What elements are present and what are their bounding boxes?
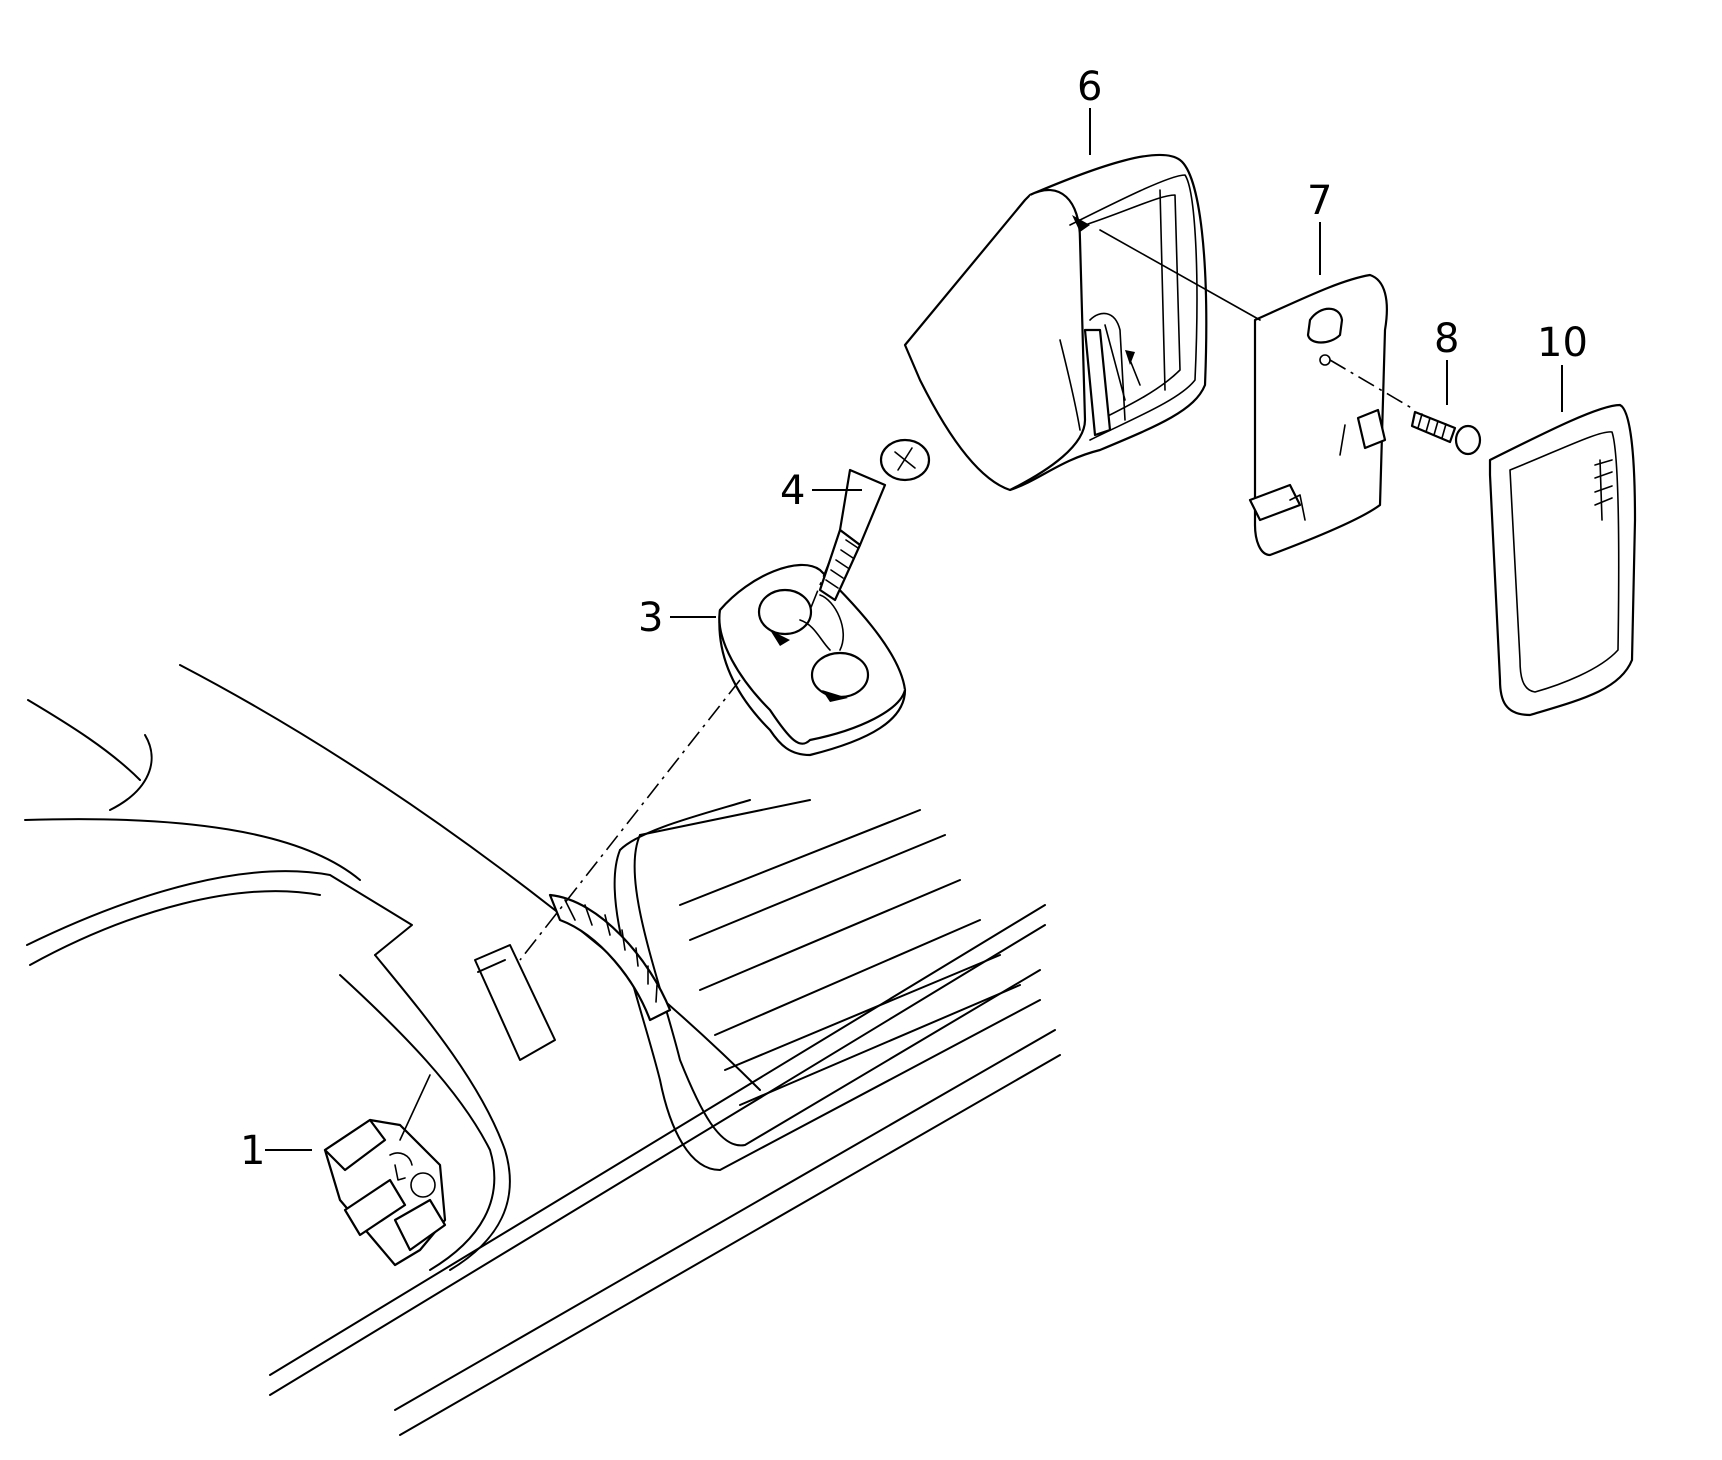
assembly-line-base: [519, 679, 741, 961]
assembly-line-screw-8: [1329, 359, 1416, 411]
part-6-mirror-housing: [903, 153, 1208, 492]
callout-1: 1: [240, 1128, 265, 1174]
assembly-line-screw: [809, 559, 831, 611]
callout-8: 8: [1434, 316, 1459, 362]
part-7-cover-plate: [1248, 273, 1388, 557]
roof-frame-recess: [613, 799, 1041, 1171]
callout-6: 6: [1077, 64, 1102, 110]
callout-10: 10: [1537, 320, 1588, 366]
mounting-cutout: [474, 944, 556, 1061]
part-1-pointer: [399, 1074, 431, 1141]
part-10-mirror-glass: [1488, 403, 1637, 717]
knurled-roller: [548, 893, 672, 1022]
assembly-line-housing-cover: [1099, 229, 1261, 321]
callout-7: 7: [1307, 178, 1332, 224]
part-3-mirror-base: [718, 563, 907, 757]
callout-3: 3: [638, 595, 663, 641]
part-4-screw: [818, 438, 931, 602]
part-8-screw: [1410, 410, 1482, 456]
callout-4: 4: [780, 468, 805, 514]
headliner-panel: [24, 664, 1061, 1436]
part-1-clip: [323, 1118, 447, 1267]
